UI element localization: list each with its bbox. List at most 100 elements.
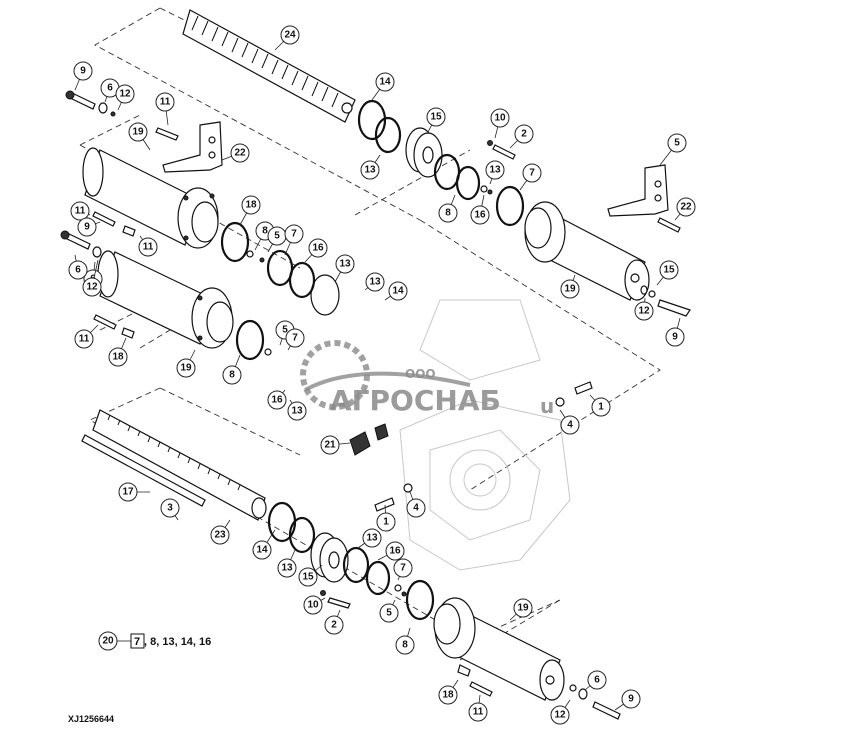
callout-circle	[470, 205, 490, 225]
callout-number: 16	[271, 395, 283, 406]
callout-number: 9	[80, 66, 86, 77]
callout-number: 22	[680, 202, 692, 213]
callout-number: 7	[292, 333, 298, 344]
callout-circle	[468, 702, 488, 722]
callout-circle	[222, 365, 242, 385]
callout-circle	[74, 329, 94, 349]
callout-circle	[375, 72, 395, 92]
callout-number: 11	[143, 242, 154, 253]
callout-circle	[287, 401, 307, 421]
watermark-suffix-text: u	[540, 394, 554, 418]
callout-circle	[277, 558, 297, 578]
callout-number: 12	[119, 89, 131, 100]
callout-number: 13	[339, 259, 351, 270]
kit-number: 20	[102, 636, 114, 647]
callout-circle	[485, 160, 505, 180]
callout-circle	[550, 705, 570, 725]
callout-circle	[665, 327, 685, 347]
callout-number: 13	[489, 165, 501, 176]
callout-number: 8	[402, 640, 408, 651]
background-housing-ghost	[399, 299, 571, 571]
callout-number: 8	[262, 226, 268, 237]
callout-number: 4	[567, 420, 573, 431]
callout-circle	[365, 272, 385, 292]
callout-circle	[210, 525, 230, 545]
callout-number: 13	[364, 165, 376, 176]
callout-number: 6	[107, 83, 113, 94]
hydraulic-cylinder-right	[524, 201, 650, 301]
callout-number: 16	[389, 546, 401, 557]
callout-number: 8	[445, 208, 451, 219]
callout-circle	[308, 238, 328, 258]
callout-number: 9	[672, 332, 678, 343]
callout-circle	[522, 163, 542, 183]
callout-circle	[70, 201, 90, 221]
callout-circle	[160, 498, 180, 518]
guide-clip	[349, 423, 389, 456]
figure-id: XJ1256644	[68, 714, 114, 724]
callout-number: 12	[638, 306, 650, 317]
callout-number: 13	[291, 406, 303, 417]
mounting-bracket-right	[607, 164, 669, 217]
callout-circle	[298, 567, 318, 587]
callout-number: 19	[564, 284, 576, 295]
callout-number: 7	[291, 229, 297, 240]
callout-circle	[73, 61, 93, 81]
callout-number: 7	[529, 168, 535, 179]
callout-circle	[82, 277, 102, 297]
callout-circle	[659, 260, 679, 280]
callout-circle	[128, 122, 148, 142]
callout-number: 2	[521, 129, 527, 140]
callout-circle	[324, 615, 344, 635]
callout-number: 18	[112, 352, 124, 363]
callout-circle	[138, 237, 158, 257]
gear-rack-upper	[182, 9, 356, 123]
pinion-gear-upper	[405, 127, 443, 178]
callout-number: 13	[281, 563, 293, 574]
callout-number: 6	[594, 675, 600, 686]
callout-circle	[406, 498, 426, 518]
callout-number: 17	[122, 487, 134, 498]
callout-circle	[591, 397, 611, 417]
callout-circle	[438, 685, 458, 705]
callout-number: 22	[234, 148, 246, 159]
callout-circle	[267, 390, 287, 410]
callout-circle	[118, 482, 138, 502]
callout-number: 1	[598, 402, 604, 413]
watermark-small-text: ООО	[405, 367, 436, 381]
callout-circle	[676, 197, 696, 217]
callout-circle	[335, 254, 355, 274]
hydraulic-cylinder-lower-right	[433, 597, 565, 701]
callout-circle	[379, 603, 399, 623]
callout-number: 7	[400, 563, 406, 574]
callout-number: 13	[366, 533, 378, 544]
callout-circle	[490, 108, 510, 128]
callout-number: 16	[312, 243, 324, 254]
callout-number: 13	[369, 277, 381, 288]
hydraulic-cylinder-upper-left	[82, 147, 219, 249]
callout-number: 2	[331, 620, 337, 631]
callout-number: 16	[474, 210, 486, 221]
callout-number: 1	[383, 517, 389, 528]
callout-circle	[280, 25, 300, 45]
kit-legend: 20 7 , 8, 13, 14, 16	[98, 631, 211, 651]
hydraulic-cylinder-middle-left	[97, 250, 234, 349]
callout-circle	[176, 358, 196, 378]
callout-number: 21	[324, 440, 336, 451]
callout-circle	[388, 281, 408, 301]
callout-number: 11	[79, 334, 90, 345]
callout-circle	[385, 541, 405, 561]
callout-number: 15	[430, 112, 442, 123]
callout-number: 3	[167, 503, 173, 514]
callout-circle	[241, 195, 261, 215]
callout-number: 5	[274, 231, 280, 242]
callout-number: 6	[75, 265, 81, 276]
callout-circle	[587, 670, 607, 690]
pinion-gear-middle	[310, 274, 340, 316]
callout-number: 12	[86, 282, 98, 293]
callout-circle	[230, 143, 250, 163]
callout-number: 18	[245, 200, 257, 211]
callout-circle	[360, 160, 380, 180]
callout-number: 5	[282, 325, 288, 336]
